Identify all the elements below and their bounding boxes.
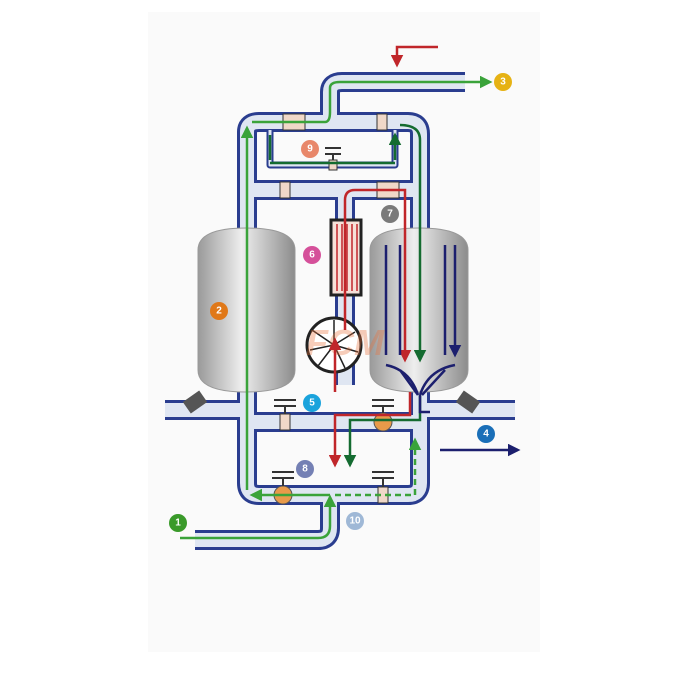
svg-text:10: 10 [349, 516, 361, 527]
badge-7: 7 [381, 205, 399, 223]
badge-3-outlet: 3 [494, 73, 512, 91]
svg-text:1: 1 [175, 518, 181, 529]
badge-2-left-tower: 2 [210, 302, 228, 320]
valve [279, 181, 291, 199]
valve-handle [325, 147, 341, 160]
svg-text:2: 2 [216, 306, 222, 317]
svg-text:6: 6 [309, 250, 315, 261]
badge-4-exhaust: 4 [477, 425, 495, 443]
valve-handle [372, 399, 394, 413]
valve-handle [372, 471, 394, 487]
drain-valve-left [182, 390, 208, 414]
badge-5-blower: 5 [303, 394, 321, 412]
svg-text:9: 9 [307, 144, 313, 155]
badge-1-inlet: 1 [169, 514, 187, 532]
number-badges: 1 2 3 4 5 6 7 8 9 10 [169, 73, 512, 532]
valve [279, 413, 291, 431]
valves [182, 113, 481, 505]
svg-text:5: 5 [309, 398, 315, 409]
valve [328, 159, 338, 171]
svg-text:8: 8 [302, 464, 308, 475]
svg-text:4: 4 [483, 429, 489, 440]
svg-text:7: 7 [387, 209, 393, 220]
svg-text:3: 3 [500, 77, 506, 88]
valve [376, 113, 388, 131]
drain-valve-right [455, 390, 481, 414]
badge-10: 10 [346, 512, 364, 530]
valve-handle [274, 399, 296, 414]
valve-handle [272, 471, 294, 486]
badge-9: 9 [301, 140, 319, 158]
badge-6-heater: 6 [303, 246, 321, 264]
flow-arrows [180, 45, 521, 540]
badge-8: 8 [296, 460, 314, 478]
